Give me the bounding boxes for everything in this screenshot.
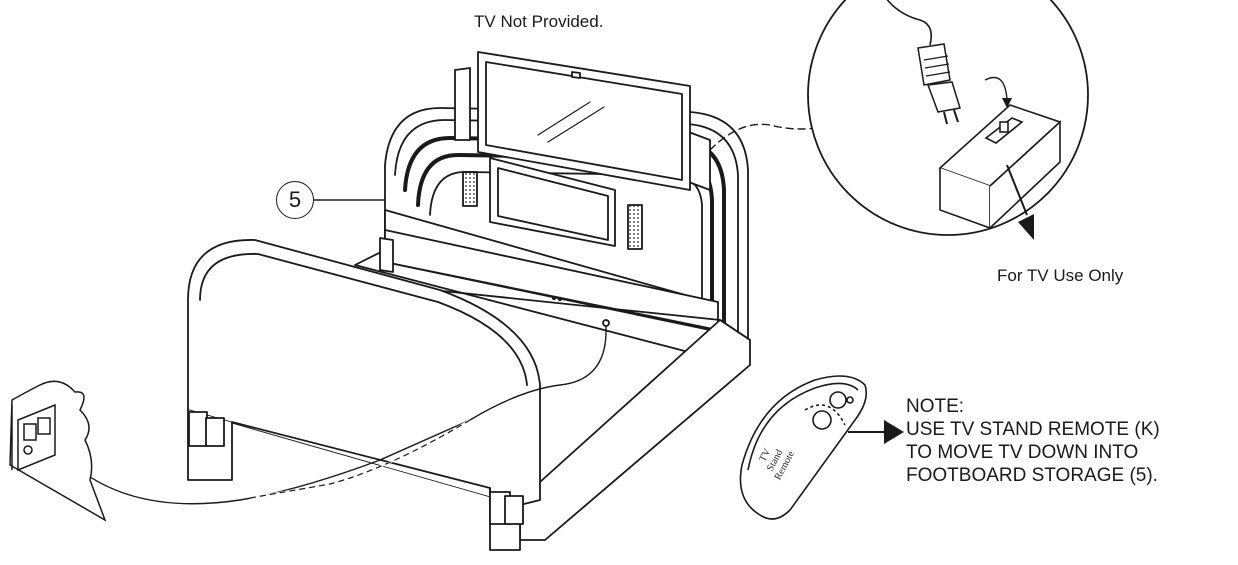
zoom-detail <box>807 0 1089 240</box>
wall-outlet-icon <box>9 380 107 522</box>
tv-screen-icon <box>477 51 691 191</box>
callout-number: 5 <box>276 181 314 219</box>
outlet-box-icon <box>938 104 1062 230</box>
note-title: NOTE: <box>906 396 965 417</box>
remote-control-icon <box>739 375 868 520</box>
note-line-1: USE TV STAND REMOTE (K) <box>906 419 1160 440</box>
speaker-grill-right <box>627 204 643 250</box>
speaker-grill-left <box>462 171 478 207</box>
note-line-2: TO MOVE TV DOWN INTO <box>906 442 1139 463</box>
power-plug-icon <box>917 43 961 125</box>
for-tv-use-only-label: For TV Use Only <box>997 266 1124 285</box>
arrow-icon <box>1018 214 1034 240</box>
footboard <box>187 239 541 551</box>
note-line-3: FOOTBOARD STORAGE (5). <box>906 465 1158 486</box>
leg-bracket <box>188 411 208 447</box>
note-block: NOTE: USE TV STAND REMOTE (K) TO MOVE TV… <box>906 395 1160 487</box>
tv-not-provided-label: TV Not Provided. <box>474 12 604 31</box>
